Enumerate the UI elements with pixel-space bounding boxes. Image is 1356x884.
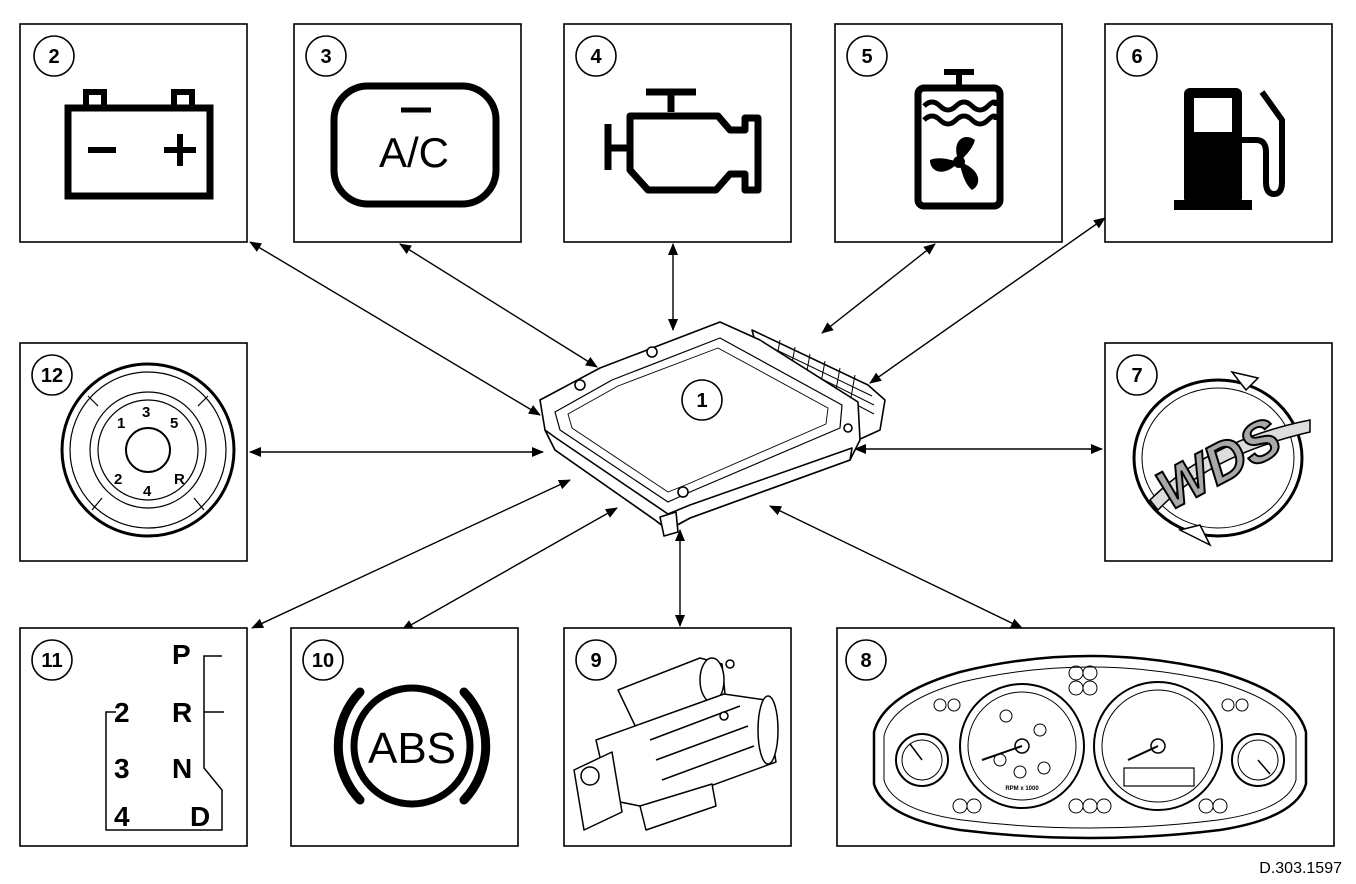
ac-label: A/C	[379, 129, 449, 176]
box-battery: 2	[19, 23, 248, 243]
knob-gear-4: 4	[143, 483, 152, 500]
box-number-4: 4	[590, 46, 602, 68]
starter-motor-icon	[573, 657, 779, 831]
box-wds: 7 WDS	[1104, 342, 1333, 562]
arrow-11	[251, 479, 571, 629]
arrow-5	[821, 243, 936, 334]
ac-icon: A/C	[330, 82, 500, 208]
arrow-3	[399, 243, 598, 368]
gear-selector-icon: P 2 R 3 N 4 D	[105, 639, 224, 832]
box-gear-selector: 11 P 2 R 3 N 4 D	[19, 627, 248, 847]
box-number-8: 8	[860, 650, 871, 672]
gear-n: N	[172, 753, 192, 784]
box-abs: 10 ABS	[290, 627, 519, 847]
instrument-cluster-icon: RPM x 1000	[872, 654, 1308, 840]
abs-warning-icon: ABS	[333, 684, 491, 808]
gear-p: P	[172, 639, 191, 670]
arrow-8	[769, 505, 1023, 629]
box-engine: 4	[563, 23, 792, 243]
box-number-5: 5	[861, 46, 872, 68]
abs-label: ABS	[368, 724, 456, 773]
gear-4: 4	[114, 801, 130, 832]
gear-knob-icon: 1 3 5 2 4 R	[60, 362, 236, 538]
battery-warning-icon	[64, 89, 214, 200]
box-number-12: 12	[41, 365, 63, 387]
box-number-11: 11	[41, 650, 62, 672]
gear-2: 2	[114, 697, 130, 728]
gear-d: D	[190, 801, 210, 832]
knob-gear-2: 2	[114, 471, 122, 488]
arrow-2	[249, 241, 541, 416]
knob-gear-1: 1	[117, 415, 125, 432]
box-number-3: 3	[320, 46, 331, 68]
module-callout: 1	[681, 379, 723, 421]
diagram-reference: D.303.1597	[1259, 860, 1342, 877]
box-number-9: 9	[590, 650, 601, 672]
box-gear-knob: 1 3 5 2 4 R 12	[19, 342, 248, 562]
box-number-2: 2	[48, 46, 59, 68]
box-coolant: 5	[834, 23, 1063, 243]
arrow-6	[869, 217, 1106, 384]
box-number-7: 7	[1131, 365, 1142, 387]
control-module	[539, 321, 886, 537]
gear-3: 3	[114, 753, 130, 784]
knob-gear-5: 5	[170, 415, 178, 432]
connection-arrows	[249, 217, 1106, 631]
gear-r: R	[172, 697, 192, 728]
knob-gear-3: 3	[142, 404, 150, 421]
module-number: 1	[696, 390, 707, 412]
box-number-6: 6	[1131, 46, 1142, 68]
box-number-10: 10	[312, 650, 334, 672]
arrow-10	[401, 507, 618, 631]
knob-gear-r: R	[174, 471, 185, 488]
box-instrument-cluster: 8	[836, 627, 1335, 847]
box-fuel: 6	[1104, 23, 1333, 243]
check-engine-icon	[604, 88, 762, 194]
fuel-pump-icon	[1174, 88, 1285, 210]
box-ac: 3 A/C	[293, 23, 522, 243]
box-starter: 9	[563, 627, 792, 847]
rpm-label: RPM x 1000	[1005, 786, 1039, 792]
coolant-fan-icon	[914, 69, 1004, 210]
